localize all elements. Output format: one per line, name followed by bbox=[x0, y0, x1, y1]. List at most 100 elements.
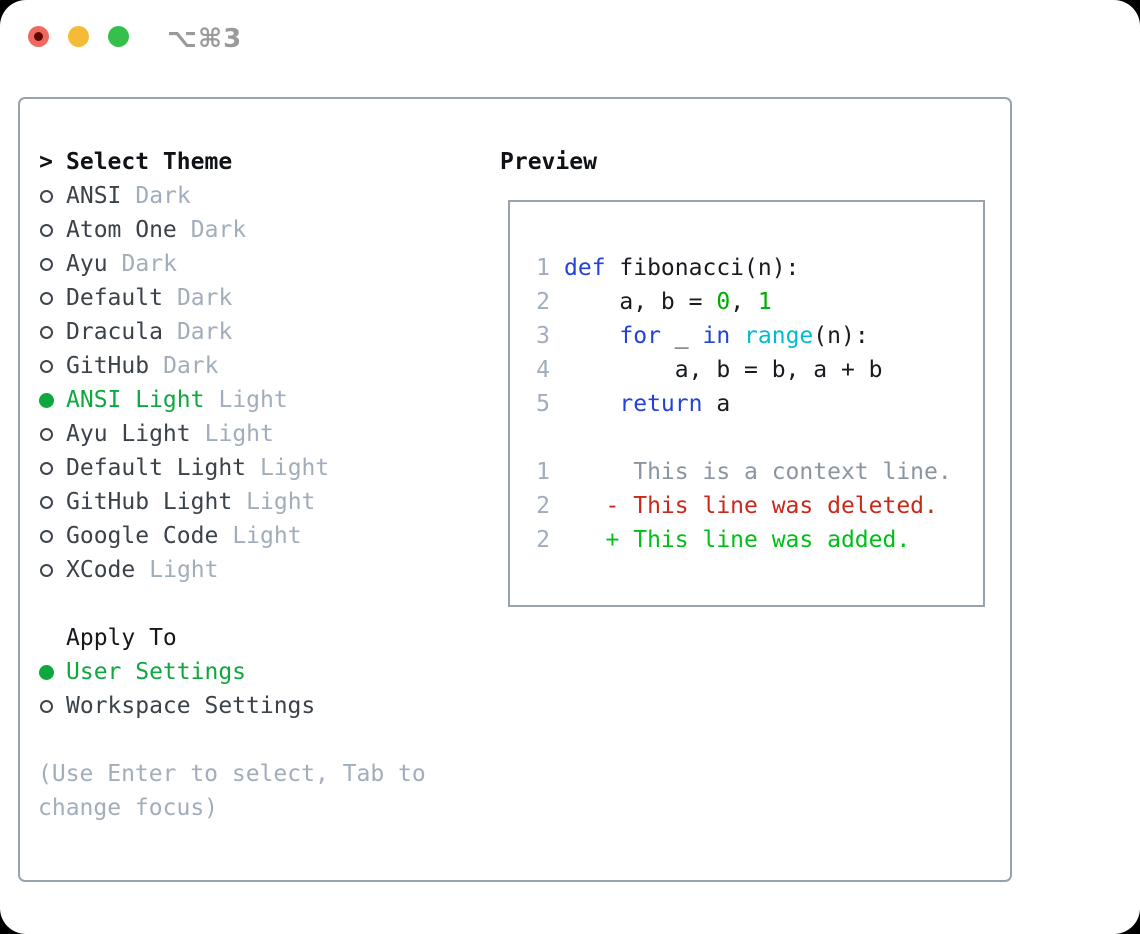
radio-icon bbox=[39, 223, 53, 237]
code-line-7: 1 This is a context line. bbox=[522, 455, 983, 489]
theme-option-ayu[interactable]: Ayu Dark bbox=[38, 247, 488, 281]
option-tag: Dark bbox=[176, 285, 233, 311]
theme-option-atom-one[interactable]: Atom One Dark bbox=[38, 213, 488, 247]
apply-to-title: Apply To bbox=[66, 625, 177, 651]
code-line-8: 2 - This line was deleted. bbox=[522, 489, 983, 523]
code-token-plain: a bbox=[702, 391, 731, 417]
option-label: Default Light bbox=[66, 455, 247, 481]
code-token-added: + This line was added. bbox=[564, 527, 911, 553]
code-token-plain: fibonacci(n): bbox=[605, 255, 800, 281]
preview-title: Preview bbox=[500, 149, 597, 175]
option-tag: Dark bbox=[135, 183, 191, 209]
keyboard-hint: (Use Enter to select, Tab to change focu… bbox=[38, 761, 426, 821]
option-label: Ayu bbox=[66, 251, 108, 277]
maximize-button[interactable] bbox=[108, 26, 129, 47]
option-label: User Settings bbox=[66, 659, 247, 685]
theme-option-xcode[interactable]: XCode Light bbox=[38, 553, 488, 587]
theme-option-github-light[interactable]: GitHub Light Light bbox=[38, 485, 488, 519]
apply-option-workspace-settings[interactable]: Workspace Settings bbox=[38, 689, 488, 723]
window-shortcut-label: ⌥⌘3 bbox=[167, 24, 243, 54]
theme-option-github[interactable]: GitHub Dark bbox=[38, 349, 488, 383]
option-tag: Light bbox=[246, 489, 316, 515]
code-token-keyword: in bbox=[702, 323, 731, 349]
theme-option-default-light[interactable]: Default Light Light bbox=[38, 451, 488, 485]
option-label: Ayu Light bbox=[66, 421, 191, 447]
code-token-keyword: return bbox=[619, 391, 703, 417]
radio-icon bbox=[39, 495, 53, 509]
line-number: 5 bbox=[536, 391, 550, 417]
apply-to-header: Apply To bbox=[38, 621, 488, 655]
option-label: ANSI bbox=[66, 183, 122, 209]
option-label: GitHub Light bbox=[66, 489, 233, 515]
option-tag: Light bbox=[149, 557, 219, 583]
radio-icon bbox=[39, 189, 53, 203]
spacer bbox=[38, 723, 488, 757]
code-token-context: This is a context line. bbox=[564, 459, 952, 485]
radio-selected-icon bbox=[38, 392, 54, 408]
code-token-number: 1 bbox=[757, 289, 772, 315]
option-label: Workspace Settings bbox=[66, 693, 316, 719]
code-token-plain: _ bbox=[660, 323, 703, 349]
option-label: Atom One bbox=[66, 217, 177, 243]
code-token-plain bbox=[564, 319, 619, 353]
code-line-9: 2 + This line was added. bbox=[522, 523, 983, 557]
code-line-4: 4 a, b = b, a + b bbox=[522, 353, 983, 387]
option-tag: Light bbox=[232, 523, 302, 549]
code-token-plain bbox=[730, 319, 744, 353]
prompt-arrow-icon: > bbox=[39, 149, 53, 175]
radio-icon bbox=[39, 257, 53, 271]
code-line-3: 3 for _ in range(n): bbox=[522, 319, 983, 353]
radio-icon bbox=[39, 529, 53, 543]
theme-option-ansi[interactable]: ANSI Dark bbox=[38, 179, 488, 213]
radio-icon bbox=[39, 427, 53, 441]
theme-option-ayu-light[interactable]: Ayu Light Light bbox=[38, 417, 488, 451]
line-number: 4 bbox=[536, 357, 550, 383]
line-number: 2 bbox=[536, 289, 550, 315]
code-line-1: 1 def fibonacci(n): bbox=[522, 251, 983, 285]
option-tag: Light bbox=[260, 455, 330, 481]
line-number: 1 bbox=[536, 255, 550, 281]
window-controls bbox=[28, 26, 129, 47]
option-label: GitHub bbox=[66, 353, 150, 379]
theme-list-title: Select Theme bbox=[66, 149, 233, 175]
radio-icon bbox=[39, 325, 53, 339]
code-token-keyword: def bbox=[564, 255, 606, 281]
line-number: 2 bbox=[536, 493, 550, 519]
theme-option-google-code[interactable]: Google Code Light bbox=[38, 519, 488, 553]
code-token-plain: a, b = b, a + b bbox=[564, 357, 883, 383]
option-label: Google Code bbox=[66, 523, 219, 549]
code-token-plain bbox=[564, 387, 619, 421]
line-number: 1 bbox=[536, 459, 550, 485]
option-tag: Light bbox=[204, 421, 274, 447]
option-tag: Dark bbox=[121, 251, 177, 277]
option-label: XCode bbox=[66, 557, 136, 583]
radio-icon bbox=[39, 461, 53, 475]
option-tag: Dark bbox=[163, 353, 219, 379]
code-line-6 bbox=[522, 421, 983, 455]
option-label: Dracula bbox=[66, 319, 163, 345]
minimize-button[interactable] bbox=[68, 26, 89, 47]
option-label: ANSI Light bbox=[66, 387, 205, 413]
option-tag: Dark bbox=[190, 217, 247, 243]
code-line-2: 2 a, b = 0, 1 bbox=[522, 285, 983, 319]
code-line-5: 5 return a bbox=[522, 387, 983, 421]
line-number: 3 bbox=[536, 323, 550, 349]
apply-option-user-settings[interactable]: User Settings bbox=[38, 655, 488, 689]
code-token-plain: a, b = bbox=[564, 289, 717, 315]
close-button[interactable] bbox=[28, 26, 49, 47]
radio-icon bbox=[39, 563, 53, 577]
line-number: 2 bbox=[536, 527, 550, 553]
code-token-plain: , bbox=[730, 289, 758, 315]
code-token-number: 0 bbox=[716, 289, 731, 315]
